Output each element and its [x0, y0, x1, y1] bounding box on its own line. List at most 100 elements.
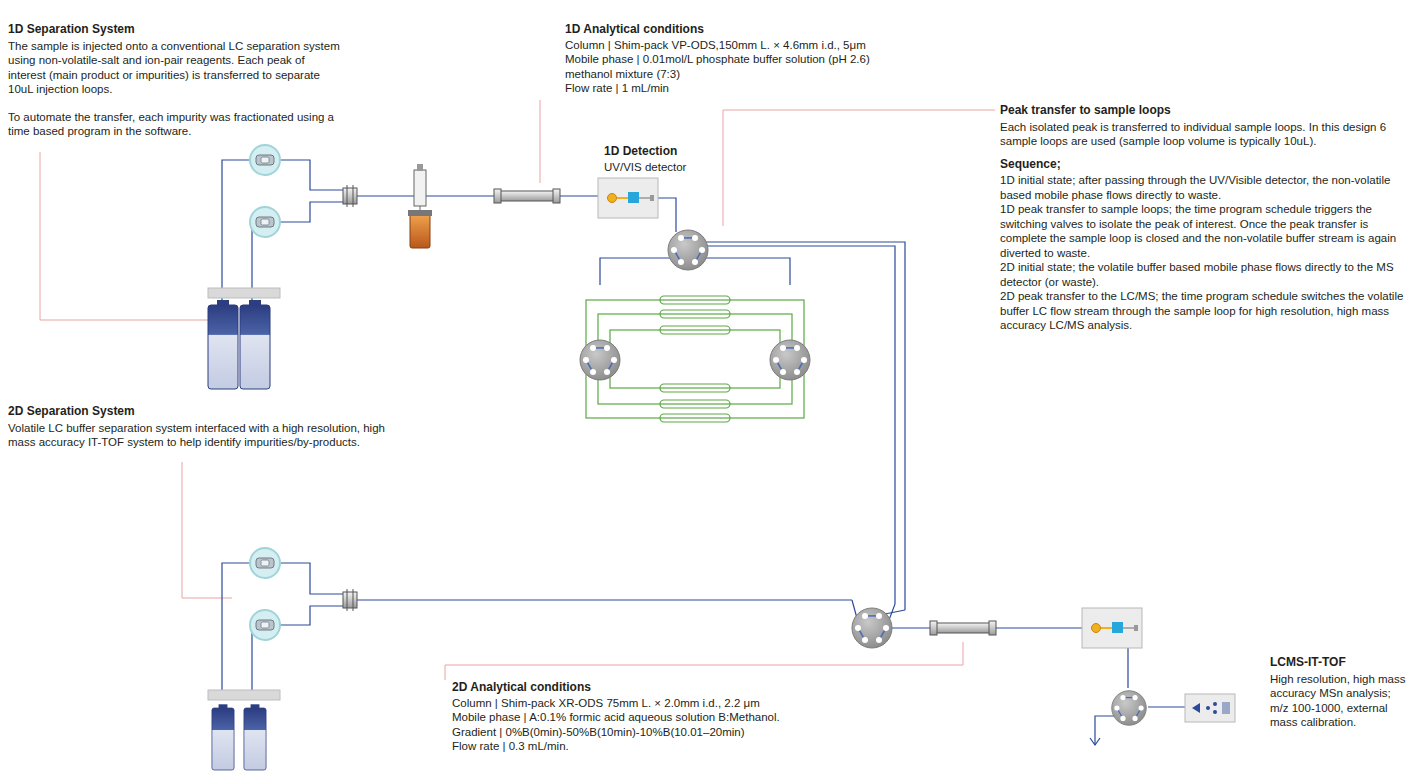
drawing-part [343, 589, 357, 611]
drawing-part [1192, 703, 1200, 713]
text-column: 1D Separation SystemThe sample is inject… [8, 22, 344, 139]
annotation-text: Volatile LC buffer separation system int… [8, 421, 403, 450]
drawing-part [668, 230, 708, 270]
section-heading: LCMS-IT-TOF [1270, 655, 1412, 670]
drawing-part [696, 242, 905, 610]
drawing-part [408, 210, 432, 216]
drawing-part [1185, 694, 1235, 722]
text-column: 2D Separation SystemVolatile LC buffer s… [8, 404, 403, 450]
annotation-text: High resolution, high mass accuracy MSn … [1270, 672, 1412, 730]
text-column: 1D Analytical conditionsColumn | Shim-pa… [565, 22, 900, 96]
drawing-part [222, 160, 250, 300]
drawing-part [1090, 738, 1100, 745]
drawing-part [930, 621, 996, 635]
drawing-part [244, 704, 266, 770]
drawing-part [208, 300, 238, 389]
drawing-part [660, 384, 730, 392]
annotation-text: UV/VIS detector [604, 160, 724, 175]
detectors [598, 178, 1235, 722]
drawing-part [723, 110, 995, 226]
section-heading: 2D Separation System [8, 404, 403, 419]
drawing-part [889, 627, 930, 628]
drawing-part [610, 330, 780, 388]
annotation-text: 2D initial state; the volatile buffer ba… [1000, 260, 1410, 289]
leader-lines [40, 100, 995, 680]
drawing-part [250, 610, 280, 640]
drawing-part [580, 340, 620, 380]
annotation-text: 2D peak transfer to the LC/MS; the time … [1000, 289, 1410, 333]
section-heading: Peak transfer to sample loops [1000, 103, 1410, 118]
drawing-part [996, 627, 1082, 628]
annotation-text: 1D initial state; after passing through … [1000, 173, 1410, 202]
drawing-part [885, 610, 905, 614]
drawing-part [540, 100, 541, 183]
section-heading: 1D Detection [604, 144, 724, 159]
drawing-part [414, 170, 426, 206]
solvent-bottles [208, 288, 280, 770]
drawing-part [250, 207, 280, 237]
drawing-part [1213, 710, 1217, 714]
drawing-part [222, 563, 250, 700]
drawing-part [660, 310, 730, 318]
annotation-text: Mobile phase | A:0.1% formic acid aqueou… [452, 710, 892, 725]
text-column: LCMS-IT-TOF High resolution, high mass ac… [1270, 655, 1412, 730]
drawing-part [357, 195, 414, 196]
drawing-part [212, 704, 234, 770]
drawing-part [182, 462, 232, 598]
annotation-text: Column | Shim-pack XR-ODS 75mm L. × 2.0m… [452, 696, 892, 711]
annotation-text: 1D peak transfer to sample loops; the ti… [1000, 202, 1410, 260]
drawing-part [280, 606, 343, 625]
drawing-part [250, 625, 252, 700]
text-column: 2D Analytical conditionsColumn | Shim-pa… [452, 680, 892, 754]
drawing-part [660, 296, 730, 304]
drawing-part [343, 185, 357, 207]
drawing-part [1206, 706, 1210, 710]
drawing-part [208, 690, 280, 700]
drawing-part [598, 314, 792, 404]
drawing-part [250, 145, 280, 175]
annotation-text: Gradient | 0%B(0min)-50%B(10min)-10%B(10… [452, 725, 892, 740]
drawing-part [770, 340, 810, 380]
drawing-part [208, 288, 280, 298]
drawing-part [445, 642, 963, 680]
drawing-part [1082, 608, 1142, 648]
drawing-part [1222, 702, 1230, 714]
drawing-part [1148, 706, 1185, 707]
drawing-part [702, 258, 790, 285]
drawing-part [280, 202, 343, 222]
switching-valves [580, 230, 1146, 725]
annotation-text: The sample is injected onto a convention… [8, 39, 344, 97]
annotation-text: Each isolated peak is transferred to ind… [1000, 120, 1410, 149]
drawing-part [426, 195, 494, 196]
section-heading: 2D Analytical conditions [452, 680, 892, 695]
section-heading: Sequence; [1000, 157, 1410, 172]
drawing-part [280, 563, 343, 594]
drawing-part [1213, 702, 1217, 706]
annotation-text: Flow rate | 1 mL/min [565, 81, 900, 96]
drawing-part [1112, 691, 1147, 726]
drawing-part [600, 258, 674, 285]
mixers-injector [343, 164, 432, 611]
drawing-part [240, 300, 270, 389]
section-heading: 1D Separation System [8, 22, 344, 37]
annotation-text: Column | Shim-pack VP-ODS,150mm L. × 4.6… [565, 38, 900, 53]
drawing-part [280, 160, 343, 190]
annotation-text: To automate the transfer, each impurity … [8, 110, 344, 139]
drawing-part [494, 189, 560, 203]
drawing-part [410, 214, 430, 248]
section-heading: 1D Analytical conditions [565, 22, 900, 37]
drawing-part [598, 178, 658, 218]
drawing-part [852, 608, 892, 648]
columns [494, 189, 996, 635]
annotation-text: Mobile phase | 0.01mol/L phosphate buffe… [565, 52, 900, 81]
text-column: Peak transfer to sample loopsEach isolat… [1000, 103, 1410, 333]
drawing-part [417, 164, 423, 171]
drawing-part [250, 548, 280, 578]
drawing-part [660, 400, 730, 408]
drawing-part [560, 195, 598, 196]
drawing-part [357, 599, 852, 600]
drawing-part [660, 414, 730, 422]
pumps [250, 145, 280, 640]
text-column: 1D DetectionUV/VIS detector [604, 144, 724, 174]
annotation-text: Flow rate | 0.3 mL/min. [452, 739, 892, 754]
